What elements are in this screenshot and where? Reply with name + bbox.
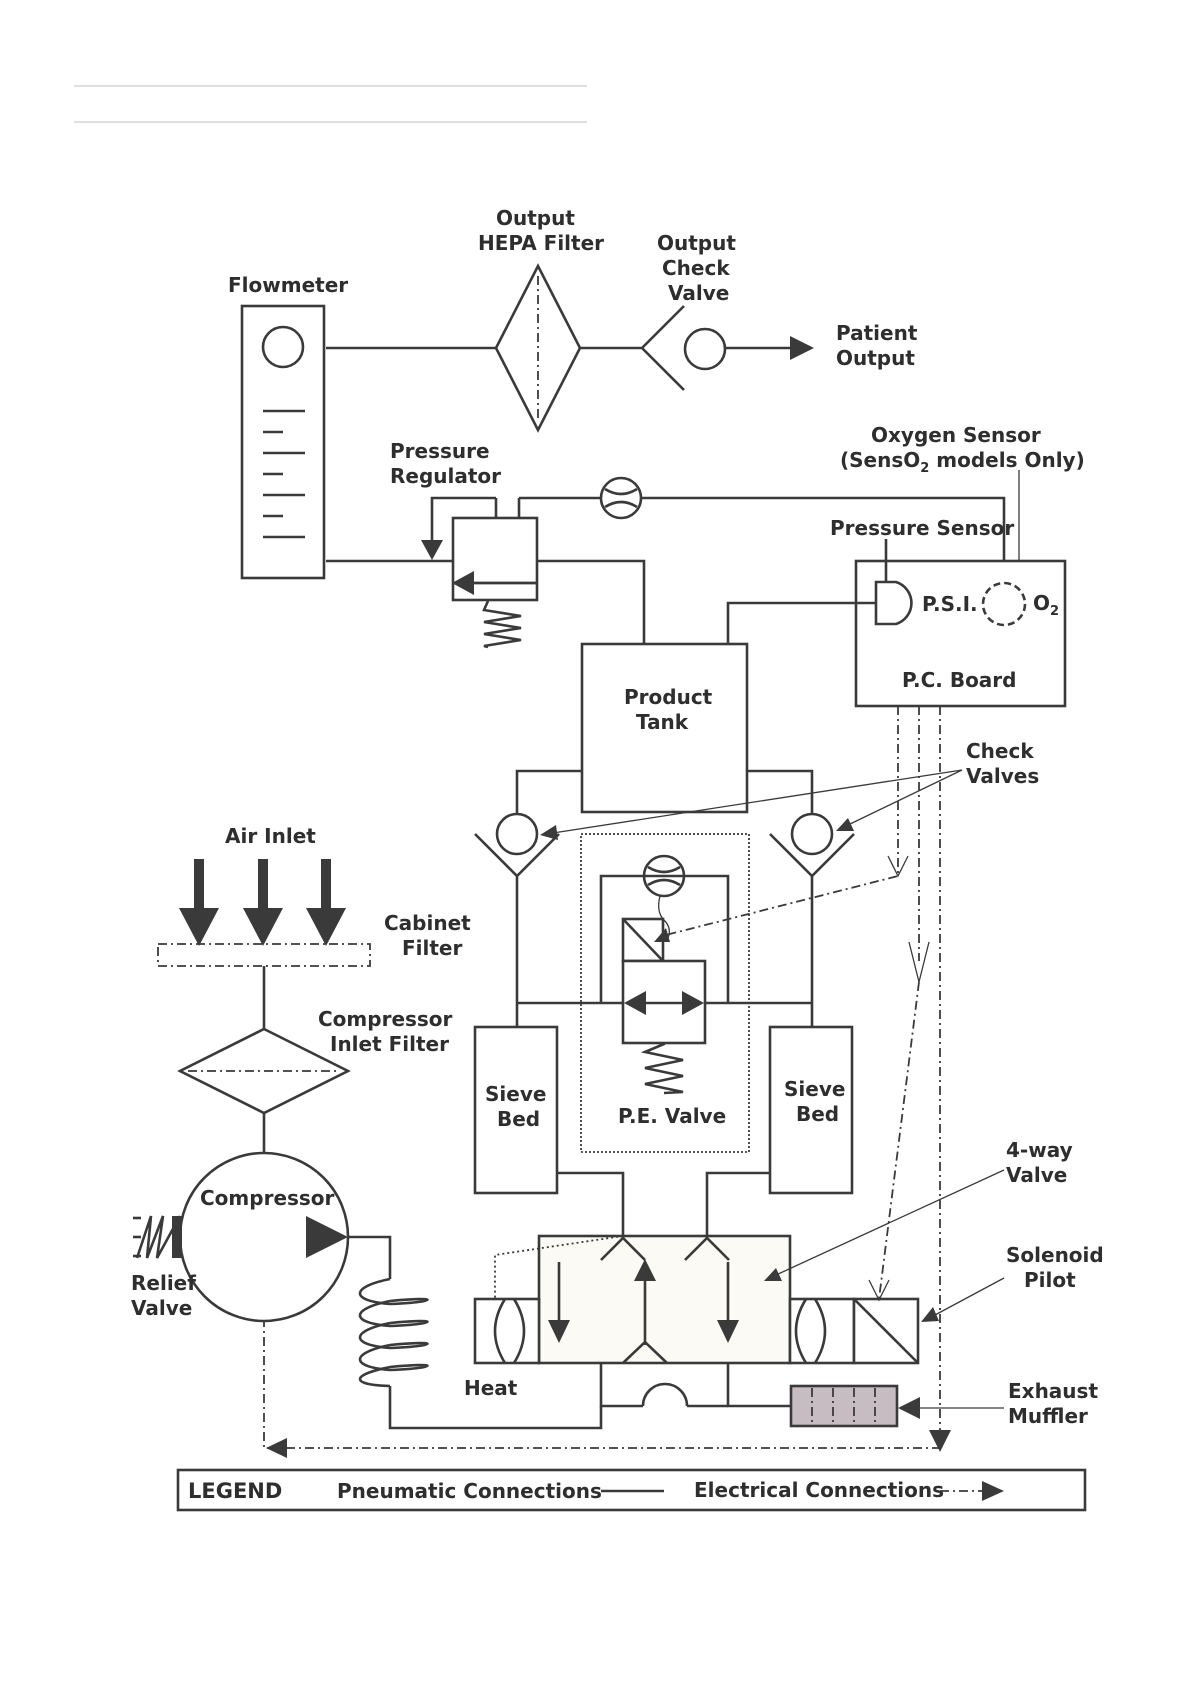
- relief-valve: [133, 1215, 182, 1259]
- cabinet-filter-label-line2: Filter: [402, 936, 462, 960]
- four-way-valve-internals: [548, 1236, 739, 1364]
- four-way-valve-right-actuator: [788, 1297, 856, 1365]
- four-way-valve: [537, 1234, 792, 1365]
- hepa-label-line1: Output: [496, 206, 575, 230]
- o2-label: O2: [1033, 591, 1059, 619]
- check-valves-label-line1: Check: [966, 739, 1034, 763]
- pipe-tank-left-check: [515, 769, 582, 814]
- oxygen-sensor-label-line2: (SensO2 models Only): [840, 448, 1085, 476]
- psi-label: P.S.I.: [922, 592, 978, 616]
- regulator-label-line1: Pressure: [390, 439, 490, 463]
- cabinet-filter-label-line1: Cabinet: [384, 911, 471, 935]
- pe-valve-enclosure: [580, 833, 750, 1153]
- pipe-left-sieve-4way: [557, 1171, 625, 1236]
- pipe-tank-pressure-sensor: [726, 601, 876, 644]
- heat-exchanger-coil: [358, 1277, 429, 1388]
- oxygen-sensor: [981, 581, 1027, 627]
- check-valves-label-line2: Valves: [966, 764, 1039, 788]
- legend-pneumatic-label: Pneumatic Connections: [337, 1479, 602, 1503]
- heat-label: Heat: [464, 1376, 518, 1400]
- air-inlet-label: Air Inlet: [225, 824, 316, 848]
- sieve-bed-left-label-line2: Bed: [497, 1107, 540, 1131]
- pipe-4way-muffler: [726, 1363, 791, 1408]
- pressure-sensor: [874, 539, 913, 626]
- check-valves-leaders: [540, 769, 963, 840]
- sieve-bed-left-label-line1: Sieve: [485, 1082, 546, 1106]
- compressor-inlet-filter: [177, 1027, 351, 1115]
- pipe-4way-exhaust-left: [599, 1363, 643, 1408]
- solenoid-leader-arrow: [921, 1307, 939, 1322]
- exhaust-label-line1: Exhaust: [1008, 1379, 1098, 1403]
- oxygen-sensor-label-line1: Oxygen Sensor: [871, 423, 1041, 447]
- solenoid-label-line2: Pilot: [1024, 1268, 1076, 1292]
- sieve-bed-left: [473, 1025, 559, 1195]
- compressor-filter-label-line1: Compressor: [318, 1007, 453, 1031]
- legend-electrical-arrow: [982, 1481, 1004, 1501]
- check-valve-right: [769, 812, 855, 878]
- sieve-bed-right-label-line1: Sieve: [784, 1077, 845, 1101]
- electrical-line-to-solenoid: [868, 706, 930, 1302]
- pipe-compressor-heat: [348, 1235, 392, 1279]
- pipe-regulator-tank: [537, 559, 646, 644]
- four-way-leader: [775, 1169, 1005, 1276]
- product-tank: [580, 642, 749, 814]
- cabinet-filter: [157, 943, 371, 967]
- sieve-bed-right-label-line2: Bed: [796, 1102, 839, 1126]
- four-way-valve-left-actuator: [473, 1297, 541, 1365]
- solenoid-pilot: [852, 1297, 920, 1365]
- flow-restrictor-top: [599, 476, 643, 520]
- pressure-sensor-label: Pressure Sensor: [830, 516, 1014, 540]
- hepa-label-line2: HEPA Filter: [478, 231, 604, 255]
- exhaust-leader-arrow: [898, 1397, 920, 1419]
- check-valve-left: [474, 812, 560, 878]
- pe-valve-label: P.E. Valve: [618, 1104, 726, 1128]
- product-tank-label-line2: Tank: [636, 710, 689, 734]
- check-valve-label-line2: Check: [662, 256, 730, 280]
- solenoid-leader: [934, 1277, 1005, 1316]
- four-way-leader-arrow: [764, 1268, 782, 1281]
- solenoid-label-line1: Solenoid: [1006, 1243, 1104, 1267]
- sieve-bed-right: [768, 1025, 854, 1195]
- hepa-filter: [494, 263, 582, 433]
- relief-valve-label-line2: Valve: [131, 1296, 192, 1320]
- four-way-label-line1: 4-way: [1006, 1138, 1073, 1162]
- exhaust-label-line2: Muffler: [1008, 1404, 1088, 1428]
- exhaust-muffler: [789, 1384, 899, 1428]
- compressor-label: Compressor: [200, 1186, 335, 1210]
- pc-board-label: P.C. Board: [902, 668, 1016, 692]
- product-tank-label-line1: Product: [624, 685, 713, 709]
- check-valve-label-line3: Valve: [668, 281, 729, 305]
- electrical-line-to-pe-valve: [654, 706, 899, 942]
- legend-title: LEGEND: [188, 1479, 282, 1503]
- compressor: [178, 1151, 350, 1323]
- flowmeter-label: Flowmeter: [228, 273, 348, 297]
- pe-valve: [517, 854, 812, 1095]
- output-check-valve: [641, 305, 727, 391]
- electrical-line-check-arrow: [887, 855, 909, 878]
- regulator-label-line2: Regulator: [390, 464, 501, 488]
- pressure-regulator: [421, 496, 539, 649]
- air-inlet-arrows: [179, 859, 346, 946]
- four-way-label-line2: Valve: [1006, 1163, 1067, 1187]
- patient-output-label-line1: Patient: [836, 321, 918, 345]
- legend-electrical-label: Electrical Connections: [694, 1478, 944, 1502]
- flowmeter: [240, 304, 326, 580]
- patient-output-label-line2: Output: [836, 346, 915, 370]
- pipe-crossover: [641, 1382, 689, 1407]
- pipe-right-sieve-4way: [705, 1171, 770, 1236]
- pipe-tank-right-check: [747, 769, 814, 814]
- relief-valve-label-line1: Relief: [131, 1271, 196, 1295]
- electrical-line-to-compressor: [263, 706, 951, 1458]
- check-valve-label-line1: Output: [657, 231, 736, 255]
- patient-output-arrow: [790, 336, 814, 360]
- compressor-filter-label-line2: Inlet Filter: [330, 1032, 449, 1056]
- pipe-heat-4way: [388, 1386, 603, 1430]
